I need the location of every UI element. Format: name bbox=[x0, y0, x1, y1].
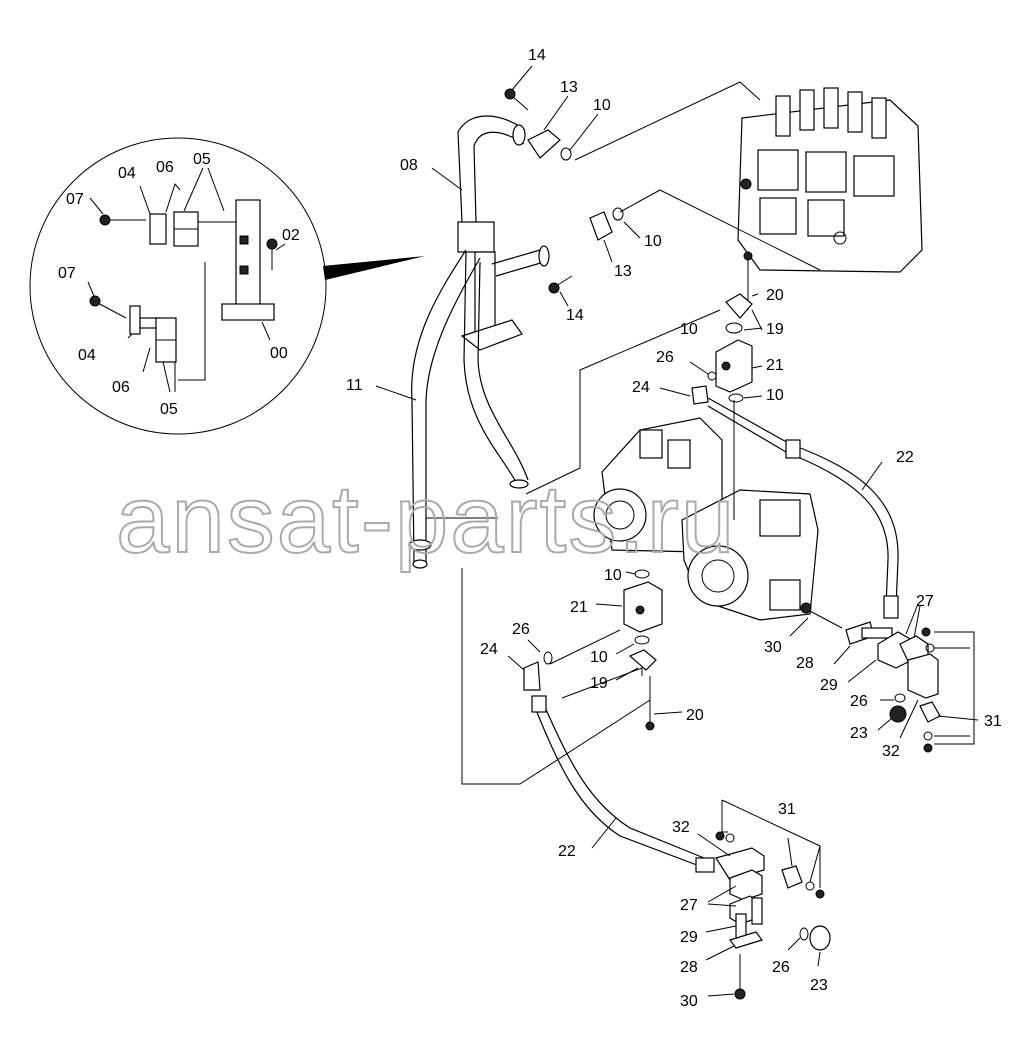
callout-label: 27 bbox=[680, 897, 698, 914]
pipe-assembly bbox=[375, 65, 821, 785]
callout-label: 22 bbox=[558, 843, 576, 860]
detail-view bbox=[29, 137, 425, 435]
callout-label: 26 bbox=[656, 349, 674, 366]
callout-label: 10 bbox=[604, 567, 622, 584]
callout-label: 32 bbox=[882, 743, 900, 760]
callout-label: 19 bbox=[590, 675, 608, 692]
bottom-bracket-group bbox=[591, 799, 831, 1000]
bottom-callouts: 22 32 31 27 29 28 26 23 30 bbox=[558, 801, 828, 1010]
callout-label: 26 bbox=[512, 621, 530, 638]
callout-label: 13 bbox=[560, 79, 578, 96]
callout-label: 32 bbox=[672, 819, 690, 836]
callout-label: 23 bbox=[850, 725, 868, 742]
callout-label: 10 bbox=[766, 387, 784, 404]
callout-label: 05 bbox=[160, 401, 178, 418]
callout-label: 23 bbox=[810, 977, 828, 994]
callout-label: 02 bbox=[282, 227, 300, 244]
callout-label: 26 bbox=[772, 959, 790, 976]
callout-label: 04 bbox=[118, 165, 136, 182]
callout-label: 20 bbox=[766, 287, 784, 304]
callout-label: 31 bbox=[984, 713, 1002, 730]
callout-label: 20 bbox=[686, 707, 704, 724]
callout-label: 07 bbox=[66, 191, 84, 208]
callout-label: 04 bbox=[78, 347, 96, 364]
callout-label: 29 bbox=[820, 677, 838, 694]
control-valve bbox=[737, 87, 923, 273]
main-callouts: 14 13 10 08 10 13 14 11 20 19 10 26 21 2… bbox=[346, 47, 914, 466]
callout-label: 11 bbox=[346, 377, 363, 394]
callout-label: 10 bbox=[590, 649, 608, 666]
callout-label: 06 bbox=[156, 159, 174, 176]
callout-label: 13 bbox=[614, 263, 632, 280]
right-callouts: 27 30 28 29 26 23 32 31 bbox=[764, 593, 1002, 760]
watermark: ansat-parts.ru bbox=[116, 466, 736, 573]
callout-label: 28 bbox=[680, 959, 698, 976]
hydraulic-pump bbox=[593, 417, 819, 621]
upper-block-group bbox=[659, 251, 899, 619]
callout-label: 21 bbox=[766, 357, 784, 374]
callout-label: 31 bbox=[778, 801, 796, 818]
callout-label: 30 bbox=[764, 639, 782, 656]
right-bracket-group bbox=[789, 602, 979, 753]
callout-label: 26 bbox=[850, 693, 868, 710]
callout-label: 22 bbox=[896, 449, 914, 466]
callout-label: 10 bbox=[680, 321, 698, 338]
callout-label: 00 bbox=[270, 345, 288, 362]
callout-label: 06 bbox=[112, 379, 130, 396]
callout-label: 21 bbox=[570, 599, 588, 616]
callout-label: 24 bbox=[480, 641, 498, 658]
callout-label: 24 bbox=[632, 379, 650, 396]
callout-label: 10 bbox=[593, 97, 611, 114]
callout-label: 08 bbox=[400, 157, 418, 174]
callout-label: 05 bbox=[193, 151, 211, 168]
callout-label: 30 bbox=[680, 993, 698, 1010]
callout-label: 29 bbox=[680, 929, 698, 946]
callout-label: 14 bbox=[528, 47, 546, 64]
left-block-group bbox=[507, 569, 715, 873]
callout-label: 19 bbox=[766, 321, 784, 338]
callout-label: 27 bbox=[916, 593, 934, 610]
detail-callouts: 04 06 05 07 02 07 04 06 05 00 bbox=[58, 151, 300, 418]
left-callouts: 10 21 26 24 10 19 20 bbox=[480, 567, 704, 724]
callout-label: 07 bbox=[58, 265, 76, 282]
callout-label: 28 bbox=[796, 655, 814, 672]
callout-label: 10 bbox=[644, 233, 662, 250]
callout-label: 14 bbox=[566, 307, 584, 324]
